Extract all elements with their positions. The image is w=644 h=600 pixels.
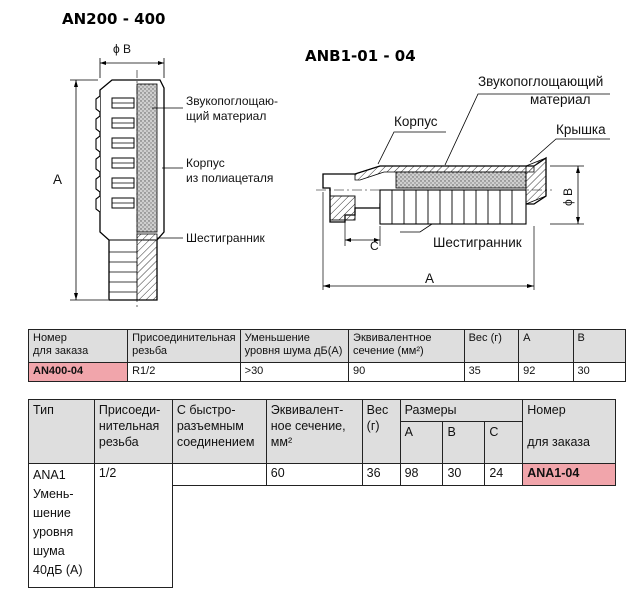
left-hex-label: Шестигранник [186, 231, 266, 245]
t1-header-weight: Вес (г) [463, 329, 520, 363]
t1-b-value: 30 [572, 362, 627, 382]
left-sound-material-label-2: щий материал [186, 109, 266, 123]
t1-order-number: AN400-04 [27, 362, 129, 382]
t1-section-value: 90 [348, 362, 465, 382]
t2-type-value: ANA1 Умень- шение уровня шума 40дБ (А) [28, 463, 95, 588]
left-phi-b-label: ϕ B [113, 42, 131, 56]
t1-weight-value: 35 [463, 362, 520, 382]
right-sound-material-label-1: Звукопоглощающий [478, 74, 603, 89]
t2-thread-value: 1/2 [93, 463, 173, 588]
t2-header-sizes: Размеры [399, 399, 524, 422]
t1-header-a: A [518, 329, 574, 363]
left-housing-label-2: из полиацеталя [186, 171, 273, 185]
t1-noise-value: >30 [239, 362, 350, 382]
right-sound-material-label-2: материал [530, 92, 590, 107]
right-dim-c-label: C [370, 239, 379, 253]
right-cover-label: Крышка [556, 122, 606, 137]
t2-quick-value [171, 463, 267, 486]
table-row: AN400-04 R1/2 >30 90 35 92 30 [27, 362, 627, 382]
right-hex-label: Шестигранник [433, 235, 522, 250]
right-drawing-title: ANB1-01 - 04 [305, 47, 416, 65]
t2-header-weight: Вес(г) [361, 399, 401, 464]
t2-order-number: ANA1-04 [522, 463, 616, 486]
t2-weight-value: 36 [361, 463, 401, 486]
t1-thread-value: R1/2 [127, 362, 241, 382]
t2-a-value: 98 [399, 463, 444, 486]
left-housing-label-1: Корпус [186, 156, 225, 170]
t1-a-value: 92 [518, 362, 574, 382]
left-silencer-drawing: ϕ B A [53, 42, 278, 308]
right-silencer-drawing: Звукопоглощающий материал Корпус Крышка [316, 74, 610, 290]
right-phi-b-label: ϕ B [561, 188, 575, 206]
t2-header-a: A [399, 421, 444, 464]
t2-header-type: Тип [28, 399, 95, 464]
t2-b-value: 30 [442, 463, 486, 486]
t1-header-b: B [572, 329, 627, 363]
t2-header-c: C [484, 421, 524, 464]
t2-c-value: 24 [484, 463, 524, 486]
t2-header-section: Эквивалент-ное сечение,мм² [265, 399, 363, 464]
table-row: ANA1 Умень- шение уровня шума 40дБ (А) 1… [28, 463, 616, 588]
table2-filler-row [29, 485, 616, 588]
left-drawing-title: AN200 - 400 [62, 10, 165, 28]
left-dim-a-label: A [53, 172, 62, 187]
t2-header-b: B [442, 421, 486, 464]
t2-section-value: 60 [265, 463, 363, 486]
right-housing-label: Корпус [394, 114, 438, 129]
technical-drawings: AN200 - 400 ANB1-01 - 04 ϕ B A [53, 10, 610, 308]
t2-empty-area [172, 485, 616, 588]
left-sound-material-label-1: Звукопоглощаю- [186, 94, 278, 108]
right-dim-a-label: A [425, 271, 434, 286]
